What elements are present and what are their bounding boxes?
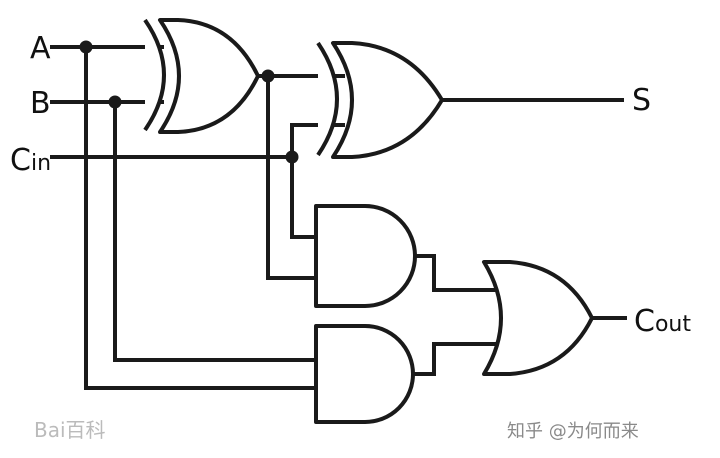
- junction-b: [108, 95, 122, 109]
- and-gate-1: [314, 204, 417, 308]
- or-gate: [482, 260, 594, 376]
- and-gate-2: [314, 324, 415, 424]
- label-cout: Cout: [634, 304, 691, 339]
- junction-a: [79, 40, 93, 54]
- wire-and2-out: [410, 342, 502, 376]
- label-cout-main: C: [634, 304, 655, 339]
- label-cin-main: C: [10, 143, 31, 178]
- watermark-zhihu: 知乎 @为何而来: [507, 421, 639, 442]
- wire-a-tap: [84, 45, 320, 390]
- xor-gate-2: [316, 41, 444, 159]
- junction-xor1: [261, 69, 275, 83]
- label-cout-sub: out: [655, 312, 691, 337]
- xor-gate-1: [143, 18, 260, 134]
- label-cin-sub: in: [31, 151, 51, 176]
- label-b: B: [30, 86, 51, 121]
- wire-b-tap: [113, 100, 320, 362]
- junction-cin: [285, 150, 299, 164]
- label-s: S: [632, 83, 651, 118]
- watermark-baidu: Bai百科: [34, 418, 106, 442]
- wire-and1-out: [410, 254, 502, 292]
- wire-cin-and1: [290, 155, 320, 239]
- label-a: A: [30, 31, 51, 66]
- label-cin: Cin: [10, 143, 51, 178]
- wire-xor1-tap: [266, 74, 320, 280]
